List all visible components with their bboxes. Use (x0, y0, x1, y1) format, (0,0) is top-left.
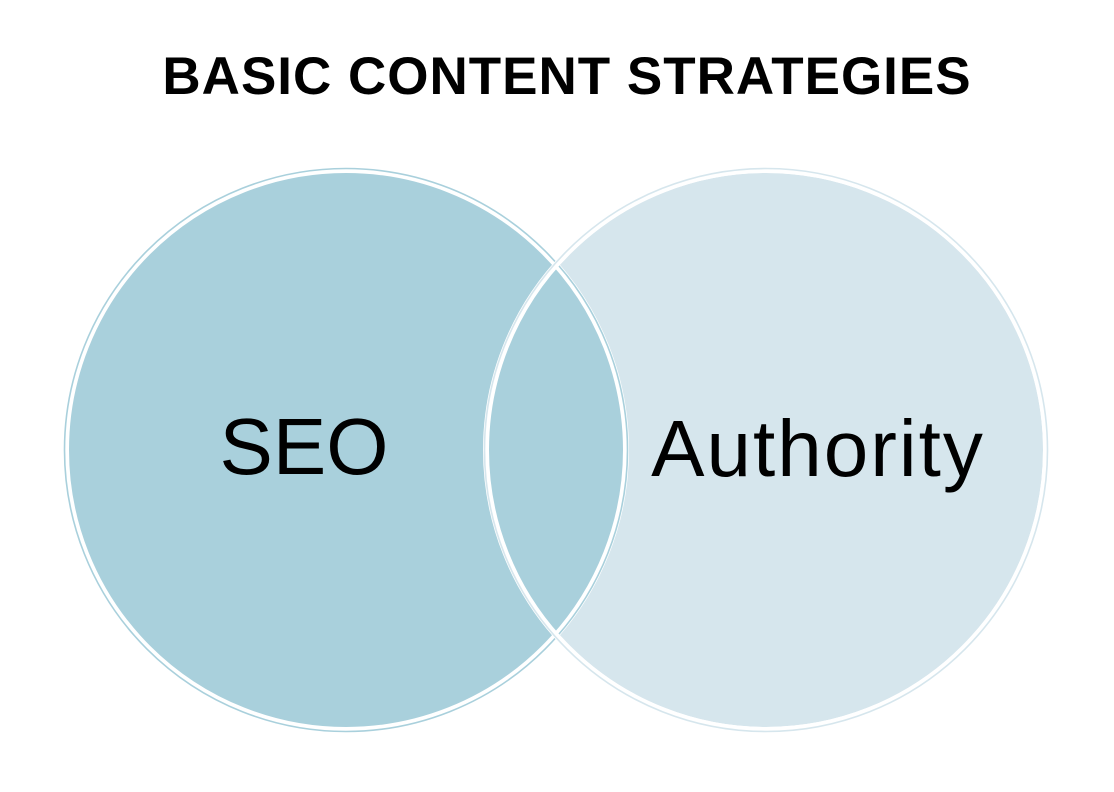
slide-title: BASIC CONTENT STRATEGIES (162, 47, 972, 106)
authority-label: Authority (651, 404, 985, 493)
authority-circle-ring-overlay (483, 167, 1049, 733)
seo-circle-ring (63, 167, 629, 733)
authority-circle-edge-overlay (483, 167, 1049, 733)
seo-label: SEO (219, 402, 389, 491)
seo-circle (63, 167, 629, 733)
